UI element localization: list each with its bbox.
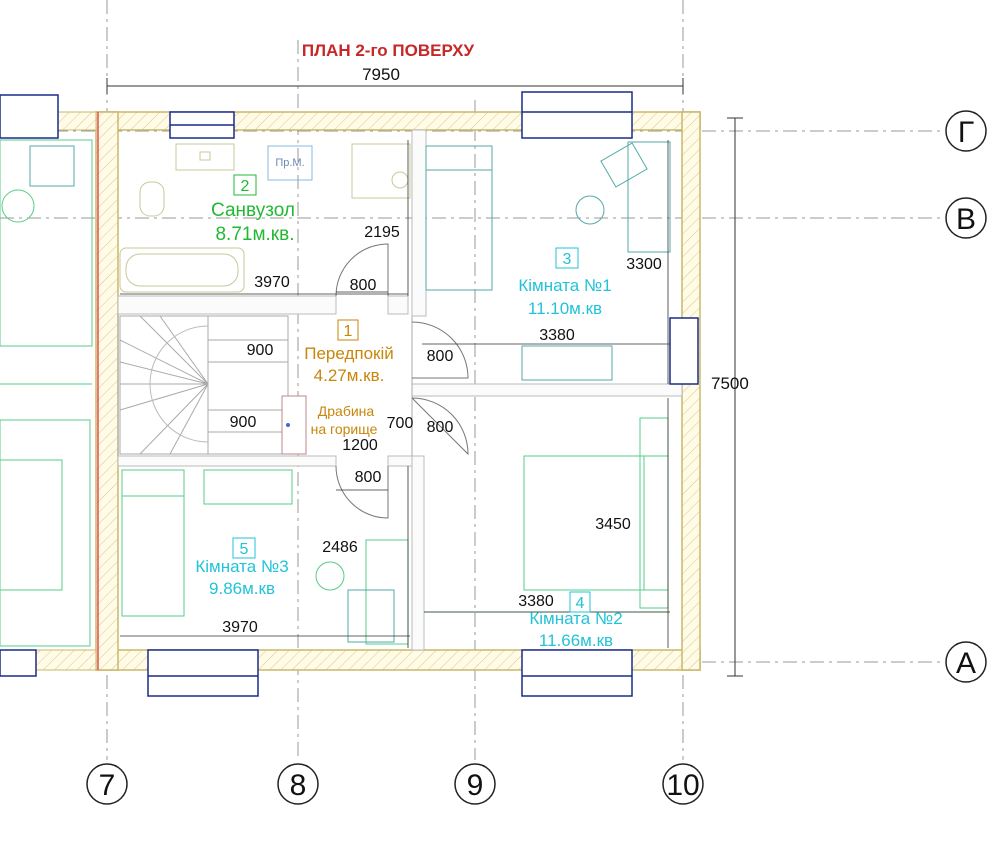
dim-1200: 1200 bbox=[342, 437, 378, 454]
room-1-name: Передпокій bbox=[304, 344, 394, 363]
dim-700: 700 bbox=[387, 415, 414, 432]
dim-900-a: 900 bbox=[247, 342, 274, 359]
fixture-label: Пр.М. bbox=[275, 157, 304, 169]
stairs-drawing bbox=[119, 315, 307, 455]
room-2-area: 8.71м.кв. bbox=[215, 224, 294, 245]
axis-label-g: Г bbox=[958, 116, 974, 149]
room-3-area: 11.10м.кв bbox=[528, 299, 602, 318]
dim-800-room3-door: 800 bbox=[355, 469, 382, 486]
dim-3970-bottom: 3970 bbox=[222, 619, 258, 636]
room-3-number: 3 bbox=[563, 251, 572, 268]
stairs-label-line2: на горище bbox=[311, 421, 378, 437]
dim-3380-room2: 3380 bbox=[518, 593, 554, 610]
room-5-name: Кімната №3 bbox=[195, 557, 288, 576]
axis-label-10: 10 bbox=[666, 769, 699, 802]
room-4-area: 11.66м.кв bbox=[539, 631, 613, 650]
dim-800-hall: 800 bbox=[427, 348, 454, 365]
dim-900-b: 900 bbox=[230, 414, 257, 431]
dim-2195: 2195 bbox=[364, 224, 400, 241]
room-3-name: Кімната №1 bbox=[518, 276, 611, 295]
inner-dimension-lines bbox=[120, 140, 670, 648]
overall-height-dim: 7500 bbox=[711, 374, 749, 393]
axis-label-9: 9 bbox=[467, 769, 484, 802]
room-5-number: 5 bbox=[240, 541, 249, 558]
plan-title: ПЛАН 2-го ПОВЕРХУ bbox=[302, 41, 475, 60]
axis-bubbles bbox=[86, 110, 987, 805]
room-number-boxes bbox=[232, 174, 591, 613]
overall-dimension-lines bbox=[106, 78, 743, 677]
room-5-area: 9.86м.кв bbox=[209, 579, 275, 598]
stairs-label-line1: Драбина bbox=[318, 403, 375, 419]
room-4-number: 4 bbox=[576, 595, 585, 612]
dim-800-bath: 800 bbox=[350, 277, 377, 294]
room-1-area: 4.27м.кв. bbox=[314, 366, 385, 385]
room-2-name: Санвузол bbox=[211, 200, 295, 221]
axis-label-7: 7 bbox=[99, 769, 116, 802]
dim-2486: 2486 bbox=[322, 539, 358, 556]
dim-3300: 3300 bbox=[626, 256, 662, 273]
axis-label-8: 8 bbox=[290, 769, 307, 802]
dim-3970-top: 3970 bbox=[254, 274, 290, 291]
room-4-name: Кімната №2 bbox=[529, 609, 622, 628]
axis-label-v: В bbox=[956, 203, 976, 236]
dim-800-room2-door: 800 bbox=[427, 419, 454, 436]
door-swings bbox=[335, 243, 469, 519]
room-1-number: 1 bbox=[344, 323, 353, 340]
dim-3450: 3450 bbox=[595, 516, 631, 533]
axis-label-a: А bbox=[956, 647, 976, 680]
overall-width-dim: 7950 bbox=[362, 65, 400, 84]
room-2-number: 2 bbox=[241, 178, 250, 195]
dim-3380-room1: 3380 bbox=[539, 327, 575, 344]
bathroom-fixtures bbox=[119, 143, 411, 293]
windows bbox=[0, 91, 699, 697]
